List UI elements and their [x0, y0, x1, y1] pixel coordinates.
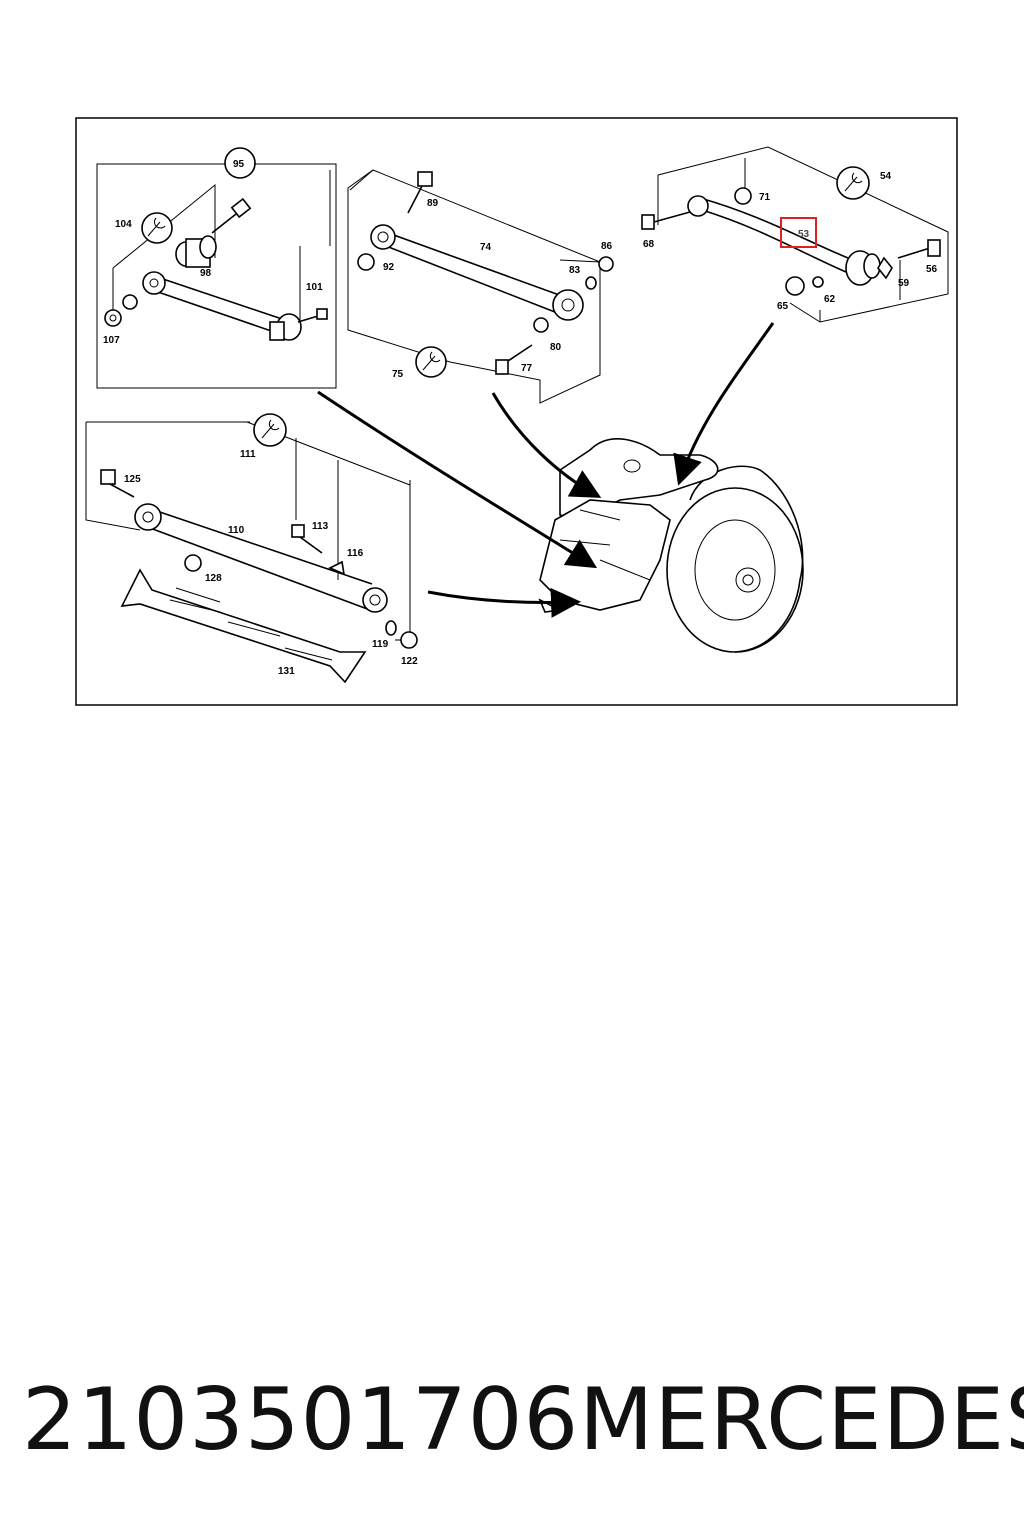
callout-74: 74 — [480, 242, 492, 253]
group-54 — [641, 146, 949, 323]
callout-113: 113 — [312, 521, 329, 532]
callout-54: 54 — [880, 171, 892, 182]
callout-107: 107 — [103, 335, 120, 346]
callout-111: 111 — [240, 449, 256, 460]
callout-62: 62 — [824, 294, 836, 305]
callout-59: 59 — [898, 278, 910, 289]
callout-104: 104 — [115, 219, 132, 230]
diagram-frame — [75, 117, 958, 706]
callout-110: 110 — [228, 525, 245, 536]
callout-101: 101 — [306, 282, 323, 293]
callout-122: 122 — [401, 656, 418, 667]
callout-77: 77 — [521, 363, 533, 374]
group-111 — [85, 413, 418, 684]
callout-95: 95 — [233, 159, 245, 170]
part-number: 2103501706 — [22, 1370, 580, 1470]
callout-75: 75 — [392, 369, 404, 380]
callout-83: 83 — [569, 265, 581, 276]
arrow-from-group-111 — [427, 587, 581, 618]
callout-65: 65 — [777, 301, 789, 312]
callout-92: 92 — [383, 262, 395, 273]
callout-56: 56 — [926, 264, 938, 275]
callout-89: 89 — [427, 198, 439, 209]
callout-125: 125 — [124, 474, 141, 485]
group-95 — [96, 147, 337, 389]
highlight-box — [780, 217, 817, 248]
group-75 — [347, 169, 614, 404]
brand-name: MERCEDES — [579, 1370, 1024, 1470]
callout-86: 86 — [601, 241, 613, 252]
arrow-from-group-54 — [673, 322, 775, 486]
callout-80: 80 — [550, 342, 562, 353]
arrow-from-group-95 — [317, 390, 598, 569]
callout-53: 53 — [798, 229, 810, 240]
callout-131: 131 — [278, 666, 295, 677]
arrow-from-group-75 — [491, 392, 602, 498]
callout-68: 68 — [643, 239, 655, 250]
callout-116: 116 — [347, 548, 364, 559]
callout-128: 128 — [205, 573, 222, 584]
parts-diagram: 95 104 98 101 107 89 74 86 92 83 80 77 7… — [75, 117, 958, 706]
callout-98: 98 — [200, 268, 212, 279]
callout-71: 71 — [759, 192, 771, 203]
callout-119: 119 — [372, 639, 389, 650]
caption: 2103501706 MERCEDES — [22, 1370, 1024, 1470]
wheel-carrier-illustration — [538, 438, 804, 653]
